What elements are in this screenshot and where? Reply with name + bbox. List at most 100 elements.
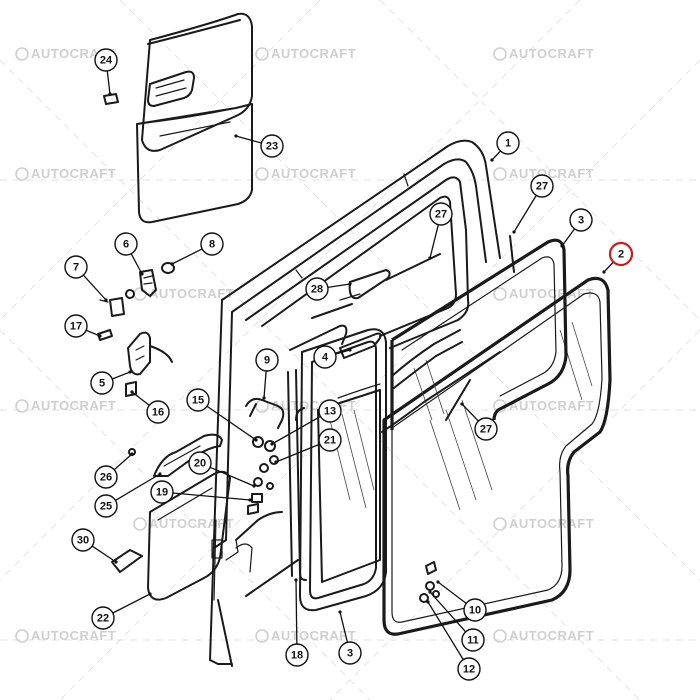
callout-number: 1 — [505, 138, 511, 150]
callout-7: 7 — [64, 255, 108, 302]
callout-20: 20 — [188, 451, 256, 488]
watermark-text: AUTOCRAFT — [271, 166, 356, 181]
watermark: AUTOCRAFT — [493, 46, 594, 61]
callout-leader — [437, 581, 467, 604]
watermark: AUTOCRAFT — [15, 398, 116, 413]
callout-layer: 1233456789101112131516171819202122232425… — [64, 48, 634, 681]
watermark-text: AUTOCRAFT — [31, 166, 116, 181]
callout-leader-tip — [108, 92, 112, 96]
callout-leader-tip — [114, 560, 118, 564]
callout-27: 27 — [460, 402, 498, 441]
callout-25: 25 — [94, 472, 162, 518]
callout-bubble — [318, 399, 342, 423]
watermark-logo-ring — [255, 629, 269, 643]
watermark-text: AUTOCRAFT — [271, 628, 356, 643]
callout-leader-tip — [130, 390, 134, 394]
watermark: AUTOCRAFT — [493, 166, 594, 181]
watermark: AUTOCRAFT — [493, 516, 594, 531]
callout-number: 27 — [536, 181, 548, 193]
watermark-logo-ring — [133, 287, 147, 301]
callout-leader-tip — [428, 256, 432, 260]
callout-leader-tip — [348, 282, 352, 286]
callout-number: 25 — [100, 501, 112, 513]
callout-number: 3 — [347, 648, 353, 660]
watermark-logo-ring — [15, 167, 29, 181]
callout-leader — [429, 591, 467, 633]
front-glass-panel — [317, 238, 568, 583]
callout-leader — [171, 248, 203, 265]
callout-bubble — [94, 465, 118, 489]
callout-23: 23 — [234, 134, 284, 158]
callout-leader — [603, 261, 614, 273]
callout-number: 2 — [618, 249, 624, 261]
callout-leader-tip — [254, 438, 258, 442]
callout-leader — [172, 492, 251, 501]
watermark-layer: AUTOCRAFT AUTOCRAFT AUTOCRAFT AUTOCRAFT AUTO… — [15, 46, 594, 643]
callout-leader — [295, 579, 298, 645]
callout-number: 22 — [97, 613, 109, 625]
callout-number: 28 — [311, 284, 323, 296]
callout-leader-tip — [128, 370, 132, 374]
striker-hardware — [97, 262, 175, 341]
callout-bubble — [64, 255, 88, 279]
watermark: AUTOCRAFT — [133, 286, 234, 301]
watermark-text: AUTOCRAFT — [31, 46, 116, 61]
callout-leader — [263, 370, 267, 399]
callout-leader — [235, 135, 262, 144]
watermark-logo-ring — [15, 399, 29, 413]
callout-bubble — [94, 494, 118, 518]
callout-bubble — [457, 657, 481, 681]
door-check-bracket — [125, 331, 173, 397]
callout-bubble — [255, 348, 279, 372]
callout-bubble — [318, 428, 342, 452]
callout-bubble — [94, 48, 118, 72]
callout-leader — [271, 415, 321, 445]
callout-9: 9 — [255, 348, 279, 400]
callout-leader-tip — [436, 580, 440, 584]
callout-leader-tip — [560, 244, 564, 248]
callout-6: 6 — [114, 232, 144, 276]
watermark: AUTOCRAFT — [15, 166, 116, 181]
callout-bubble — [150, 480, 174, 504]
callout-number: 23 — [266, 141, 278, 153]
watermark: AUTOCRAFT — [255, 628, 356, 643]
callout-bubble — [305, 277, 329, 301]
rear-glass-panel — [382, 276, 612, 636]
watermark: AUTOCRAFT — [255, 46, 356, 61]
watermark-text: AUTOCRAFT — [149, 516, 234, 531]
callout-10: 10 — [436, 580, 487, 622]
callout-leader — [130, 253, 143, 275]
callout-bubble — [114, 232, 138, 256]
callout-leader-tip — [158, 472, 162, 476]
callout-bubble — [569, 208, 593, 232]
callout-leader-tip — [140, 272, 144, 276]
callout-24: 24 — [94, 48, 118, 96]
callout-leader-tip — [98, 334, 102, 338]
callout-number: 20 — [194, 458, 206, 470]
callout-leader — [113, 453, 133, 471]
callout-number: 24 — [100, 55, 113, 67]
door-frame — [209, 139, 501, 667]
watermark-text: AUTOCRAFT — [509, 516, 594, 531]
callout-bubble — [463, 598, 487, 622]
watermark-text: AUTOCRAFT — [509, 166, 594, 181]
callout-number: 18 — [291, 650, 303, 662]
callout-number: 11 — [467, 635, 479, 647]
trim-screw — [103, 93, 119, 105]
callout-leader — [106, 70, 111, 95]
callout-bubble — [429, 202, 453, 226]
callout-leader — [112, 371, 131, 380]
callout-4: 4 — [313, 345, 352, 369]
watermark-logo-ring — [255, 47, 269, 61]
watermark: AUTOCRAFT — [15, 628, 116, 643]
watermark-text: AUTOCRAFT — [509, 46, 594, 61]
callout-bubble — [146, 400, 170, 424]
callout-leader — [491, 150, 501, 161]
bottom-fasteners — [419, 561, 440, 603]
callout-bubble — [313, 345, 337, 369]
callout-1: 1 — [490, 131, 520, 162]
watermark-logo-ring — [133, 517, 147, 531]
callout-leader-tip — [170, 262, 174, 266]
callout-bubble — [285, 643, 309, 667]
